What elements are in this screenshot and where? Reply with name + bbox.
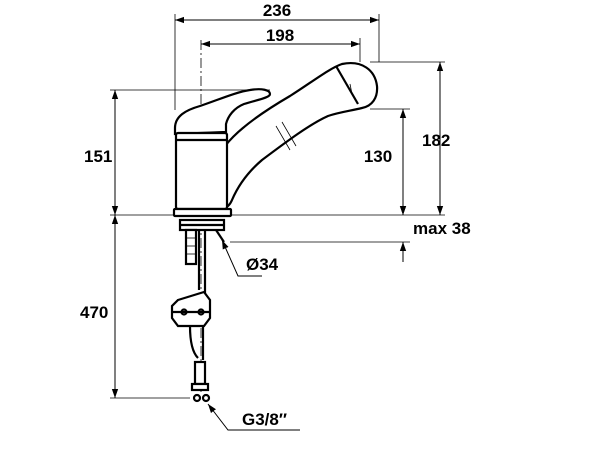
- connection-thread-label: G3/8″: [242, 410, 287, 429]
- mixer-body: [174, 131, 229, 211]
- dimension-lines: [111, 16, 444, 431]
- overall-width-label: 236: [263, 1, 291, 20]
- max-thickness-label: max 38: [413, 219, 471, 238]
- dimension-labels: 236 198 151 130 182 max 38 Ø34 470 G3/8″: [80, 1, 471, 429]
- hole-diameter-label: Ø34: [246, 255, 279, 274]
- braided-hose: [188, 325, 199, 359]
- extension-lines: [110, 14, 445, 399]
- connector-fitting: [193, 360, 207, 386]
- hose-clip: [170, 290, 212, 328]
- body-height-label: 151: [84, 147, 112, 166]
- overall-height-label: 182: [422, 131, 450, 150]
- base-plate: [172, 207, 233, 218]
- threaded-rod: [184, 228, 198, 266]
- lever-handle: [173, 88, 272, 136]
- faucet-outline: [170, 62, 379, 403]
- spout-reach-label: 198: [266, 26, 294, 45]
- hose-length-label: 470: [80, 303, 108, 322]
- pull-out-spout: [212, 62, 379, 210]
- spout-height-label: 130: [364, 147, 392, 166]
